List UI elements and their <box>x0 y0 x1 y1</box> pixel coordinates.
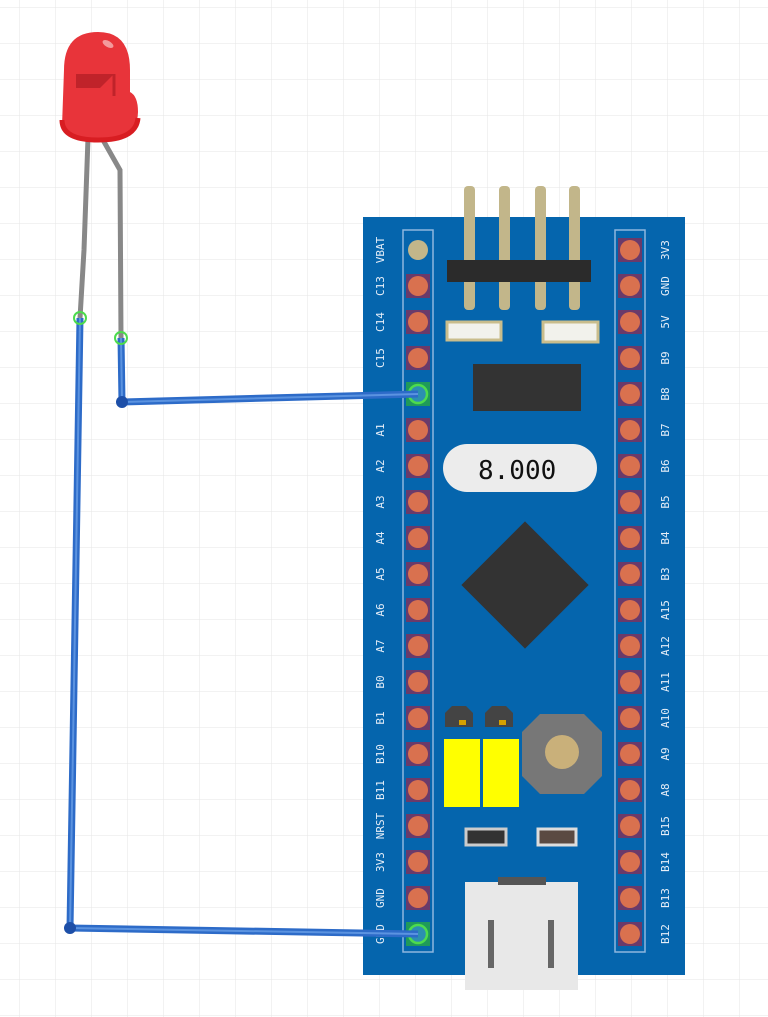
pin-b12[interactable] <box>620 924 640 944</box>
left-header-outline <box>402 229 434 953</box>
pin-b11[interactable] <box>408 780 428 800</box>
pin-a8[interactable] <box>620 780 640 800</box>
stm32-bluepill-board[interactable]: VBAT C13C14C15A1A2A3A4A5A6A7B0B1B10B11NRS… <box>363 186 685 990</box>
pin-label: B11 <box>374 780 387 800</box>
pin-b6[interactable] <box>620 456 640 476</box>
pin-gnd[interactable] <box>620 276 640 296</box>
pin-label: B4 <box>659 531 672 545</box>
pin-label: B7 <box>659 423 672 436</box>
red-led[interactable] <box>59 32 141 339</box>
pin-a1[interactable] <box>408 420 428 440</box>
pin-a6[interactable] <box>408 600 428 620</box>
pin-b5[interactable] <box>620 492 640 512</box>
pin-label: A5 <box>374 567 387 580</box>
pin-label: A4 <box>374 531 387 545</box>
pin-c15[interactable] <box>408 348 428 368</box>
pin-label: A2 <box>374 459 387 472</box>
pin-label: A1 <box>374 423 387 436</box>
pin-a12[interactable] <box>620 636 640 656</box>
pin-label: A10 <box>659 708 672 728</box>
pin-b8[interactable] <box>620 384 640 404</box>
pin-gnd[interactable] <box>408 888 428 908</box>
right-header-outline <box>614 229 646 953</box>
reset-button[interactable] <box>522 714 602 794</box>
pin-label: A6 <box>374 603 387 616</box>
crystal-label: 8.000 <box>478 456 556 486</box>
pin-label: 5V <box>659 315 672 329</box>
pin-b4[interactable] <box>620 528 640 548</box>
pin-b3[interactable] <box>620 564 640 584</box>
pin-label: C15 <box>374 348 387 368</box>
pin-label: B1 <box>374 711 387 724</box>
pin-b1[interactable] <box>408 708 428 728</box>
led-anode-leg <box>100 138 124 339</box>
smd-resistors <box>464 827 578 847</box>
pin-label: A7 <box>374 639 387 652</box>
pin-label: GND <box>659 276 672 296</box>
pin-label: GND <box>374 888 387 908</box>
pin-b14[interactable] <box>620 852 640 872</box>
pin-label: B15 <box>659 816 672 836</box>
pin-nrst[interactable] <box>408 816 428 836</box>
pin-b7[interactable] <box>620 420 640 440</box>
boot-jumpers[interactable] <box>444 706 519 807</box>
pin-label: B6 <box>659 459 672 472</box>
pin-label: B8 <box>659 387 672 400</box>
pin-5v[interactable] <box>620 312 640 332</box>
pin-a10[interactable] <box>620 708 640 728</box>
pin-3v3[interactable] <box>408 852 428 872</box>
pin-a3[interactable] <box>408 492 428 512</box>
voltage-regulator-chip <box>473 364 581 411</box>
pin-label: B13 <box>659 888 672 908</box>
pin-3v3[interactable] <box>620 240 640 260</box>
pin-label: 3V3 <box>374 852 387 872</box>
pin-label: B3 <box>659 567 672 580</box>
wire-bend-point[interactable] <box>64 922 76 934</box>
crystal-display: 8.000 <box>443 444 597 492</box>
pin-label: B10 <box>374 744 387 764</box>
pin-b10[interactable] <box>408 744 428 764</box>
pin-a4[interactable] <box>408 528 428 548</box>
micro-usb-port[interactable] <box>465 877 578 990</box>
pin-label: B0 <box>374 675 387 688</box>
pin-vbat[interactable] <box>408 240 428 260</box>
pin-a11[interactable] <box>620 672 640 692</box>
pin-c14[interactable] <box>408 312 428 332</box>
pin-b9[interactable] <box>620 348 640 368</box>
pin-label: B5 <box>659 495 672 508</box>
pin-label: C13 <box>374 276 387 296</box>
pin-label: NRST <box>374 812 387 839</box>
pin-label: A12 <box>659 636 672 656</box>
pin-a15[interactable] <box>620 600 640 620</box>
wire-bend-point[interactable] <box>116 396 128 408</box>
microcontroller-chip <box>461 521 589 649</box>
pin-label: C14 <box>374 312 387 332</box>
led-cathode-leg <box>77 137 91 319</box>
smd-leds <box>445 320 600 344</box>
led-anode-connection[interactable] <box>114 331 128 345</box>
pin-a5[interactable] <box>408 564 428 584</box>
pin-label: 3V3 <box>659 240 672 260</box>
pin-b15[interactable] <box>620 816 640 836</box>
pin-a7[interactable] <box>408 636 428 656</box>
top-pin-header <box>447 186 591 310</box>
pin-label: A3 <box>374 495 387 508</box>
pin-label: A9 <box>659 747 672 760</box>
pin-label: B9 <box>659 351 672 364</box>
pin-label: VBAT <box>374 236 387 263</box>
pin-label: A15 <box>659 600 672 620</box>
pin-a9[interactable] <box>620 744 640 764</box>
pin-label: B12 <box>659 924 672 944</box>
pin-a2[interactable] <box>408 456 428 476</box>
pin-c13[interactable] <box>408 276 428 296</box>
pin-b13[interactable] <box>620 888 640 908</box>
pin-label: A11 <box>659 672 672 692</box>
pin-label: B14 <box>659 852 672 872</box>
pin-label: A8 <box>659 783 672 796</box>
led-cathode-connection[interactable] <box>73 311 87 325</box>
pin-b0[interactable] <box>408 672 428 692</box>
